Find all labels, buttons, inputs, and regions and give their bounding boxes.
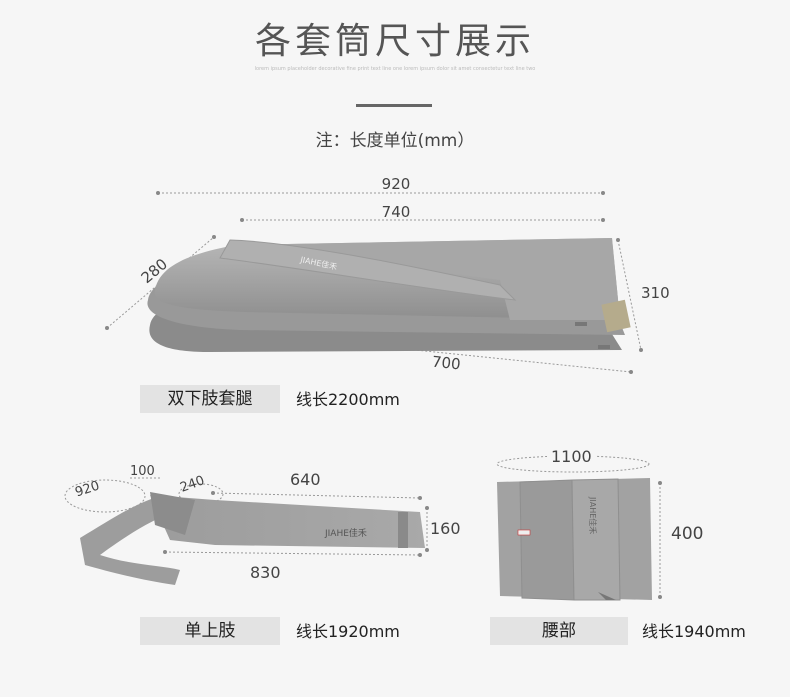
decorative-subline: lorem ipsum placeholder decorative fine … (254, 66, 536, 72)
legs-spec: 线长2200mm (296, 390, 400, 409)
dim-waist-height: 400 (671, 524, 704, 544)
waist-belt-image: JIAHE佳禾 (496, 455, 662, 601)
svg-text:JIAHE佳禾: JIAHE佳禾 (324, 527, 367, 539)
legs-label: 双下肢套腿 (140, 385, 280, 413)
unit-note: 注：长度单位(mm） (315, 131, 475, 151)
dim-arm-strap: 100 (130, 464, 155, 479)
dim-arm-height: 160 (430, 519, 461, 538)
dim-waist-circumference: 1100 (547, 447, 596, 466)
waist-spec: 线长1940mm (642, 622, 746, 641)
dim-arm-length: 640 (290, 470, 321, 489)
arm-label: 单上肢 (140, 617, 280, 645)
leg-sleeve-image: JIAHE佳禾 (105, 191, 643, 374)
dim-leg-bottom: 700 (431, 352, 462, 374)
dim-arm-bottom: 830 (250, 563, 281, 582)
page-title: 各套筒尺寸展示 (254, 21, 535, 62)
dim-leg-top-inner: 740 (381, 203, 411, 221)
dim-leg-right: 310 (641, 284, 670, 302)
svg-text:JIAHE佳禾: JIAHE佳禾 (588, 496, 598, 534)
dim-leg-top-outer: 920 (381, 175, 411, 193)
title-underline (356, 104, 432, 107)
arm-spec: 线长1920mm (296, 622, 400, 641)
waist-label: 腰部 (490, 617, 628, 645)
arm-sleeve-image: JIAHE佳禾 (64, 477, 429, 585)
